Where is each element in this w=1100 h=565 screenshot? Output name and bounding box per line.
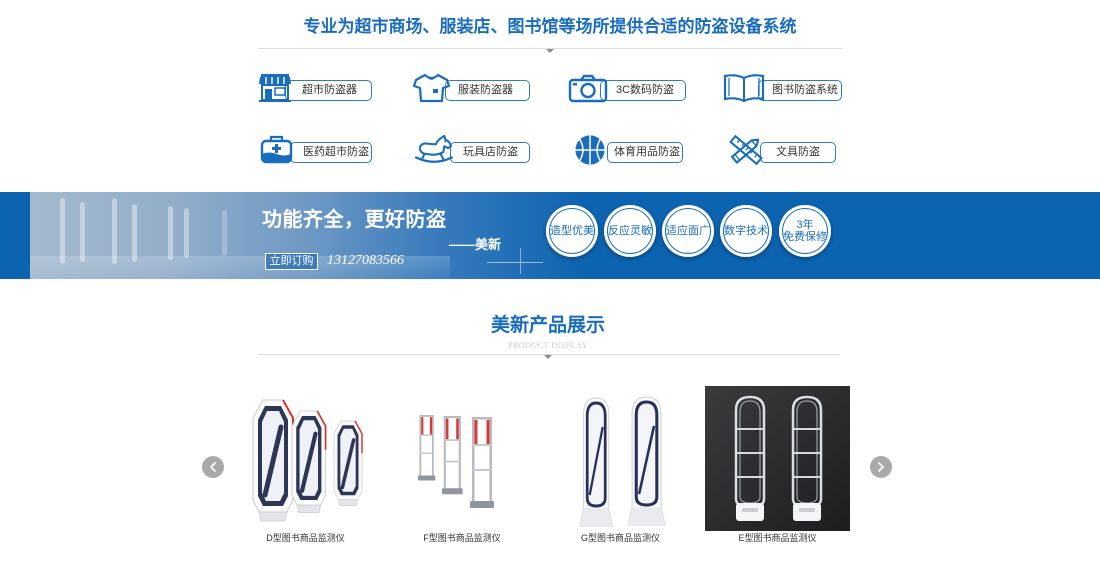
banner-decoration-line (487, 262, 543, 263)
banner-gate-shape (168, 206, 173, 260)
feature-text: 适应面广 (666, 225, 710, 237)
product-card[interactable]: E型图书商品监测仪 (705, 386, 850, 546)
rocking-horse-icon (413, 134, 455, 166)
banner-signature: ——美新 (449, 237, 502, 252)
divider-pointer (544, 355, 552, 359)
banner-gate-shape (222, 210, 227, 256)
feature-text: 免费保修 (783, 231, 827, 243)
product-label: D型图书商品监测仪 (266, 533, 345, 543)
category-label: 超市防盗器 (285, 80, 372, 101)
category-label: 医药超市防盗 (290, 142, 372, 163)
product-label: E型图书商品监测仪 (738, 533, 817, 543)
products-divider (258, 354, 840, 359)
category-item-clothing[interactable]: 服装防盗器 (413, 72, 532, 106)
feature-badge: 适应面广 (662, 205, 714, 257)
chevron-left-icon (210, 462, 216, 472)
feature-badge: 造型优美 (546, 205, 598, 257)
carousel-next-button[interactable] (870, 456, 892, 478)
tshirt-icon (413, 72, 450, 104)
camera-icon (568, 72, 608, 104)
category-label: 文具防盗 (760, 142, 836, 163)
chevron-right-icon (878, 462, 884, 472)
ruler-pencil-icon (726, 134, 766, 166)
feature-badge-warranty: 3年 免费保修 (779, 205, 831, 257)
product-card[interactable]: G型图书商品监测仪 (555, 386, 686, 546)
basketball-icon (569, 134, 611, 166)
feature-text: 造型优美 (550, 225, 594, 237)
banner-gate-shape (60, 198, 65, 264)
title-divider (258, 48, 842, 53)
category-label: 玩具店防盗 (450, 142, 530, 163)
category-item-digital[interactable]: 3C数码防盗 (568, 72, 688, 106)
book-icon (722, 72, 766, 104)
product-label: F型图书商品监测仪 (423, 533, 501, 543)
carousel-prev-button[interactable] (202, 456, 224, 478)
feature-text: 3年 (796, 219, 814, 231)
product-card[interactable]: D型图书商品监测仪 (240, 386, 371, 546)
category-item-supermarket[interactable]: 超市防盗器 (258, 72, 374, 106)
banner-gate-shape (80, 202, 85, 262)
category-item-pharmacy[interactable]: 医药超市防盗 (260, 134, 374, 168)
category-item-sports[interactable]: 体育用品防盗 (569, 134, 685, 168)
category-label: 图书防盗系统 (758, 80, 842, 101)
category-label: 服装防盗器 (445, 80, 530, 101)
category-label: 体育用品防盗 (607, 142, 683, 163)
banner-floor (30, 256, 450, 279)
category-item-stationery[interactable]: 文具防盗 (726, 134, 838, 168)
feature-badge: 数字技术 (720, 205, 772, 257)
product-label: G型图书商品监测仪 (580, 533, 660, 543)
product-image (240, 386, 371, 531)
banner-gate-shape (132, 204, 137, 262)
product-image (555, 386, 686, 531)
product-card[interactable]: F型图书商品监测仪 (397, 386, 527, 546)
category-item-toy-store[interactable]: 玩具店防盗 (413, 134, 532, 168)
banner-decoration-line (520, 248, 521, 274)
feature-text: 反应灵敏 (608, 225, 652, 237)
category-label: 3C数码防盗 (600, 80, 686, 101)
phone-number: 13127083566 (327, 253, 404, 268)
category-item-library[interactable]: 图书防盗系统 (722, 72, 844, 106)
store-icon (258, 72, 292, 104)
banner-slogan: 功能齐全，更好防盗 (262, 209, 447, 231)
products-subtitle: PRODUCT DISPLAY (508, 341, 588, 350)
products-title: 美新产品展示 (490, 315, 605, 336)
divider-pointer (546, 49, 554, 53)
banner-gate-shape (112, 198, 117, 264)
page-title: 专业为超市商场、服装店、图书馆等场所提供合适的防盗设备系统 (303, 17, 797, 36)
promo-banner: 功能齐全，更好防盗 ——美新 立即订购 13127083566 造型优美 反应灵… (0, 192, 1100, 279)
product-image (397, 386, 527, 531)
feature-text: 数字技术 (724, 225, 768, 237)
product-image (705, 386, 850, 531)
feature-badge: 反应灵敏 (604, 205, 656, 257)
order-now-button[interactable]: 立即订购 (265, 253, 318, 270)
medical-kit-icon (260, 134, 293, 166)
banner-gate-shape (184, 208, 189, 258)
